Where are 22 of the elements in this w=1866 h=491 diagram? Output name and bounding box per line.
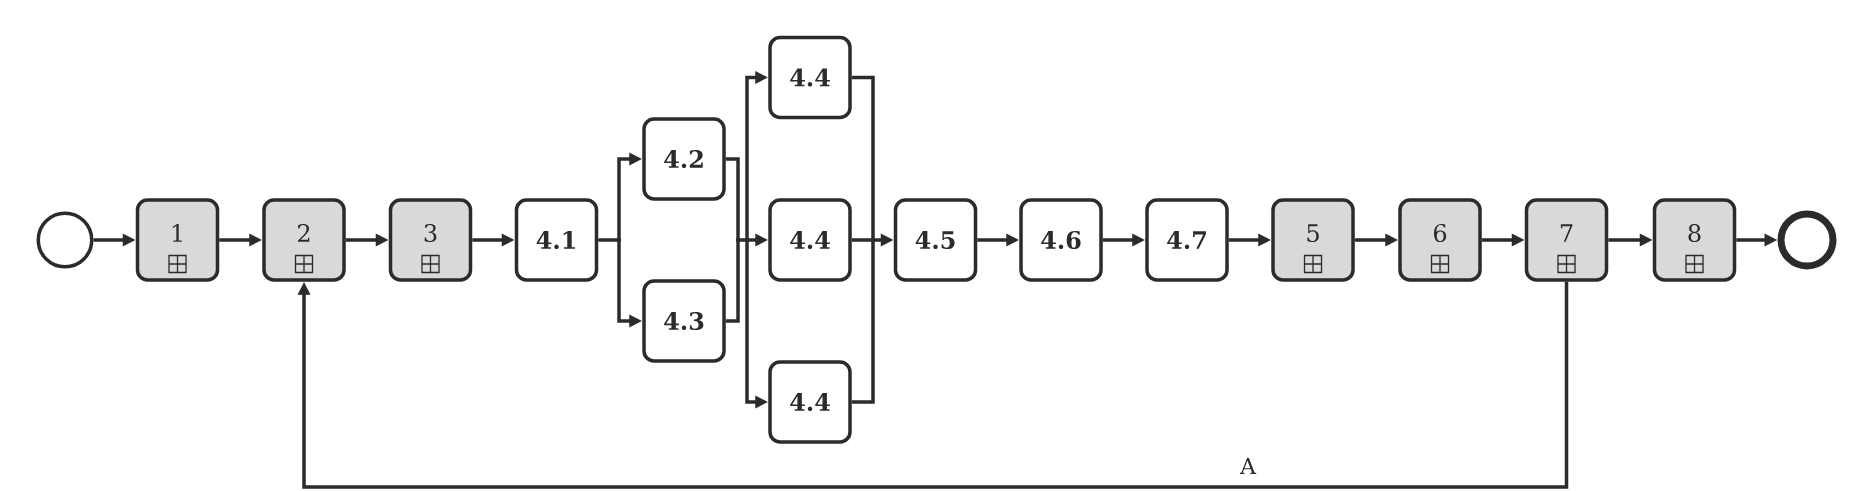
task-box: 4.4 xyxy=(768,360,852,444)
subprocess-box: 3 xyxy=(388,198,473,282)
subprocess-box: 6 xyxy=(1398,198,1482,282)
arrow xyxy=(297,281,1569,489)
end-circle xyxy=(1777,210,1837,270)
subprocess-box: 7 xyxy=(1524,198,1609,282)
task-box: 4.2 xyxy=(642,117,726,201)
connector-line xyxy=(725,238,740,323)
task-box: 4.4 xyxy=(768,35,852,120)
task-box: 4.6 xyxy=(1019,198,1103,282)
task-box: 4.3 xyxy=(642,279,726,363)
connector-line xyxy=(851,238,875,404)
subprocess-box: 1 xyxy=(135,198,220,282)
task-box: 4.7 xyxy=(1145,198,1229,282)
task-box: 4.5 xyxy=(893,198,978,282)
task-box: 4.1 xyxy=(514,198,599,282)
subprocess-box: 5 xyxy=(1271,198,1355,282)
subprocess-box: 8 xyxy=(1652,198,1737,282)
task-box: 4.4 xyxy=(768,198,852,282)
start-circle xyxy=(36,211,94,269)
subprocess-box: 2 xyxy=(262,198,346,282)
edge-label: A xyxy=(1239,457,1257,474)
